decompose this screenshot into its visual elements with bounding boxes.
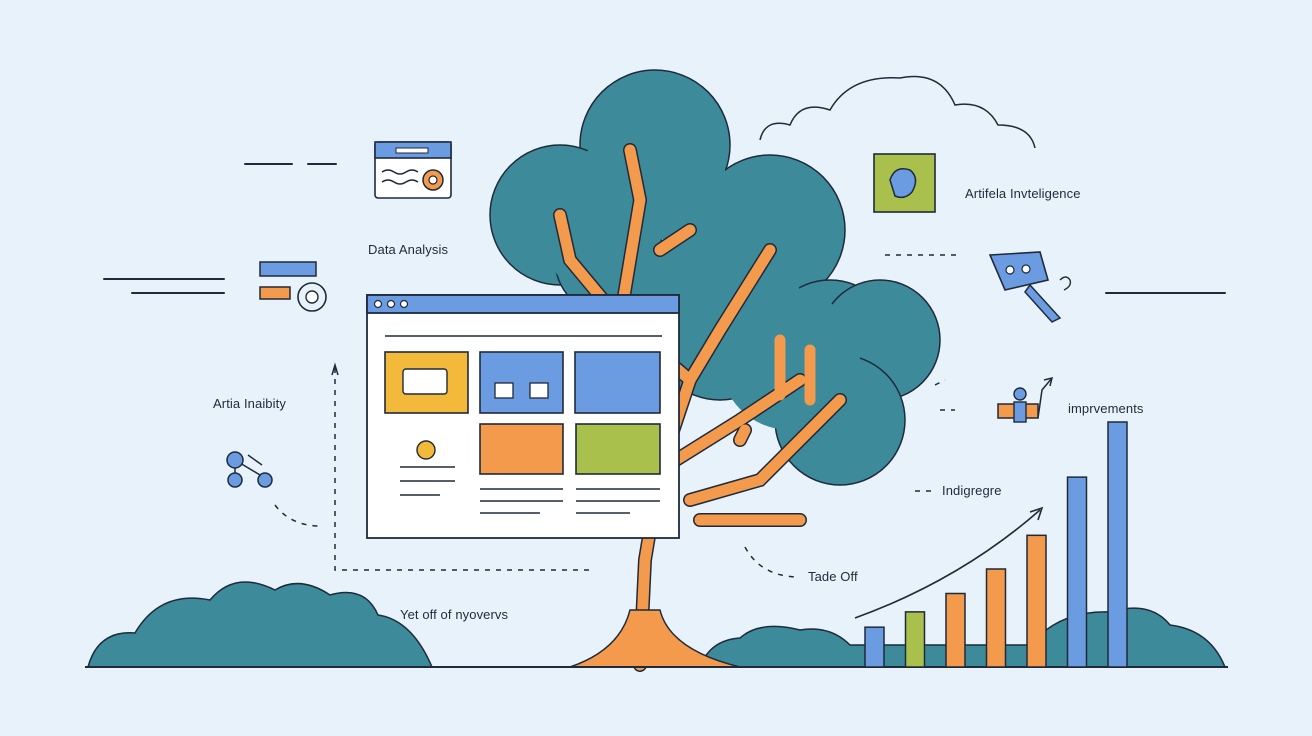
tree-base [569, 609, 741, 668]
ai-chip-icon [873, 153, 936, 213]
cloud [759, 75, 1036, 149]
bar [985, 568, 1007, 668]
bar [1066, 476, 1088, 668]
label-artificial-intelligence: Artifela Invteligence [965, 186, 1081, 201]
label-tade-off: Tade Off [808, 569, 858, 584]
network-icon [226, 451, 273, 488]
settings-card-icon [259, 261, 327, 312]
bar [904, 611, 926, 668]
label-yet-off: Yet off of nyovervs [400, 607, 509, 622]
user-icon [997, 376, 1054, 423]
trend-arrow-icon [854, 509, 1041, 619]
bar [864, 626, 885, 668]
data-analysis-icon [374, 141, 452, 199]
speed-lines [103, 163, 1226, 294]
browser-window [366, 294, 680, 539]
bar [945, 592, 966, 668]
left-bush [87, 581, 434, 668]
bar-chart [864, 421, 1128, 668]
bar [1026, 534, 1047, 668]
label-artia-inaibity: Artia Inaibity [213, 396, 286, 411]
label-indigregre: Indigregre [942, 483, 1002, 498]
bar [1107, 421, 1128, 668]
label-improvements: imprvements [1068, 401, 1144, 416]
document-icon [402, 368, 448, 395]
robot-icon [988, 251, 1072, 323]
label-data-analysis: Data Analysis [368, 242, 449, 257]
